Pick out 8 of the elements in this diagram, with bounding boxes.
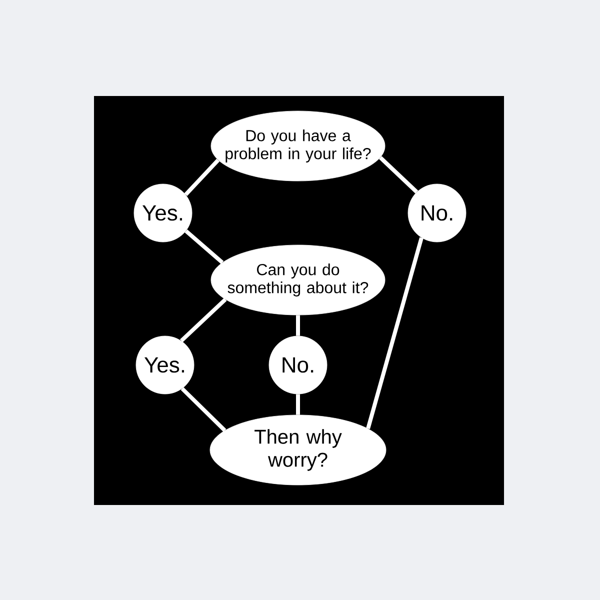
connector-line bbox=[366, 237, 424, 430]
connector-line bbox=[184, 229, 224, 264]
connector-line bbox=[184, 158, 220, 196]
connector-line bbox=[180, 387, 226, 432]
connector-line bbox=[296, 394, 300, 415]
connector-line bbox=[296, 315, 300, 336]
connector-line bbox=[378, 156, 418, 194]
connector-line bbox=[180, 298, 227, 342]
